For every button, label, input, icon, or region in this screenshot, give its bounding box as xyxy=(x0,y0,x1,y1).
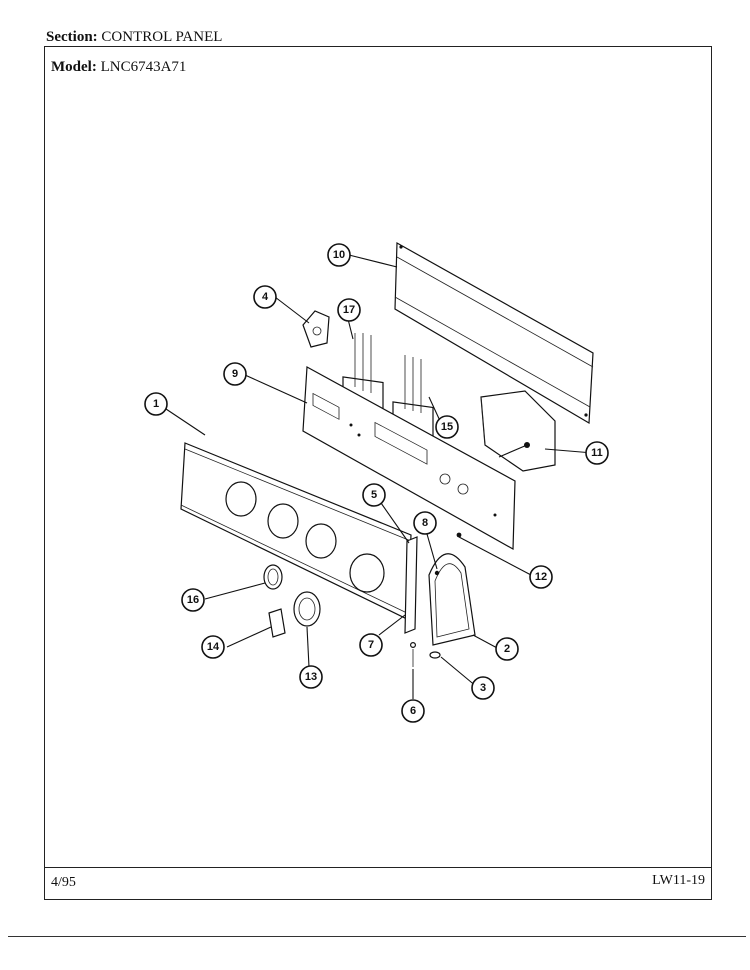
diagram-frame: Model: LNC6743A71 xyxy=(44,46,712,900)
section-value: CONTROL PANEL xyxy=(101,29,223,45)
callout-3: 3 xyxy=(471,676,495,700)
part-3-screw xyxy=(429,651,441,659)
part-8-clip xyxy=(434,570,440,576)
callout-12: 12 xyxy=(529,565,553,589)
part-14-knob xyxy=(268,608,286,638)
callout-4: 4 xyxy=(253,285,277,309)
svg-text:3: 3 xyxy=(480,682,486,694)
callout-6: 6 xyxy=(401,699,425,723)
part-2-end-cap xyxy=(428,553,476,646)
part-4-small-bracket xyxy=(302,310,330,348)
footer-rule xyxy=(45,867,711,868)
part-12-screw xyxy=(456,532,462,538)
callout-8: 8 xyxy=(413,511,437,535)
model-value: LNC6743A71 xyxy=(100,59,187,75)
part-5-side-bar xyxy=(404,536,418,634)
svg-text:1: 1 xyxy=(153,398,159,410)
callout-5: 5 xyxy=(362,483,386,507)
part-13-dial xyxy=(293,591,321,627)
callout-1: 1 xyxy=(144,392,168,416)
footer-date: 4/95 xyxy=(51,875,76,890)
part-1-console-panel xyxy=(180,442,412,620)
svg-text:10: 10 xyxy=(333,249,345,261)
footer-ref-code: LW11-19 xyxy=(652,873,705,888)
callout-10: 10 xyxy=(327,243,351,267)
callout-16: 16 xyxy=(181,588,205,612)
svg-text:6: 6 xyxy=(410,705,416,717)
section-label: Section: xyxy=(46,29,98,45)
part-16-knob xyxy=(263,564,283,590)
svg-text:2: 2 xyxy=(504,643,510,655)
svg-text:4: 4 xyxy=(262,291,269,303)
svg-text:7: 7 xyxy=(368,639,374,651)
svg-text:8: 8 xyxy=(422,517,428,529)
svg-text:15: 15 xyxy=(441,421,453,433)
callout-17: 17 xyxy=(337,298,361,322)
model-label: Model: xyxy=(51,59,97,75)
svg-text:13: 13 xyxy=(305,671,317,683)
leader-lines xyxy=(162,254,594,699)
callout-14: 14 xyxy=(201,635,225,659)
svg-text:9: 9 xyxy=(232,368,238,380)
svg-text:14: 14 xyxy=(207,641,220,653)
part-11-timer xyxy=(480,390,556,472)
svg-text:17: 17 xyxy=(343,304,355,316)
callout-15: 15 xyxy=(435,415,459,439)
model-header: Model: LNC6743A71 xyxy=(51,59,186,76)
callout-7: 7 xyxy=(359,633,383,657)
section-header: Section: CONTROL PANEL xyxy=(46,29,222,46)
part-6-screw xyxy=(410,641,417,667)
part-10-rear-bracket xyxy=(394,241,594,425)
svg-text:5: 5 xyxy=(371,489,377,501)
part-9-inner-panel xyxy=(302,366,516,551)
page-bottom-rule xyxy=(8,936,746,937)
svg-text:11: 11 xyxy=(591,447,603,459)
callout-11: 11 xyxy=(585,441,609,465)
callout-2: 2 xyxy=(495,637,519,661)
svg-text:12: 12 xyxy=(535,571,547,583)
callout-13: 13 xyxy=(299,665,323,689)
exploded-parts-diagram: 1 2 3 4 5 6 7 8 9 10 11 12 13 14 15 16 1… xyxy=(144,241,609,723)
svg-text:16: 16 xyxy=(187,594,199,606)
callout-9: 9 xyxy=(223,362,247,386)
